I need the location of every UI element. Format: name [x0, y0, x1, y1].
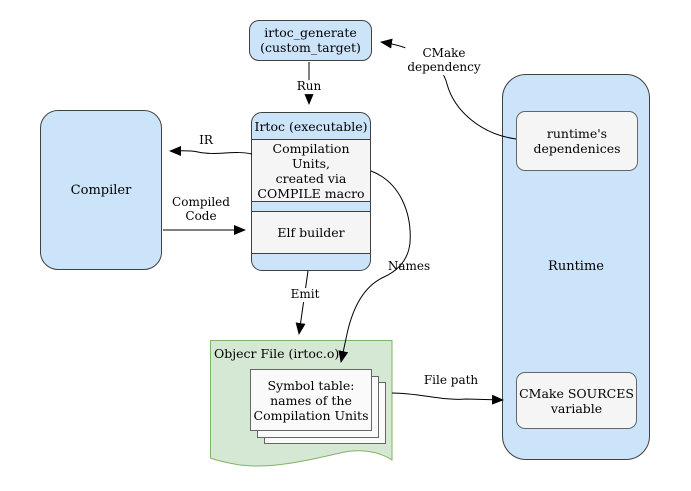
edge-label-ir: IR: [197, 133, 215, 148]
edge-label-names: Names: [387, 259, 431, 274]
irtoc-compilation-units[interactable]: Compilation Units, created via COMPILE m…: [252, 140, 370, 202]
node-runtime-dependencies[interactable]: runtime's dependenices: [516, 111, 638, 171]
irtoc-footer: [252, 254, 370, 270]
edge-label-file-path: File path: [421, 373, 481, 388]
edge-file-path: [391, 392, 504, 405]
node-compiler[interactable]: Compiler: [40, 110, 162, 270]
node-irtoc-executable[interactable]: Irtoc (executable) Compilation Units, cr…: [251, 112, 371, 271]
object-file-title: Objecr File (irtoc.o): [214, 346, 340, 361]
irtoc-title: Irtoc (executable): [252, 113, 370, 140]
edge-label-emit: Emit: [288, 287, 322, 302]
edge-emit: [295, 270, 309, 335]
irtoc-elf-builder[interactable]: Elf builder: [252, 212, 370, 254]
edge-label-compiled-code: Compiled Code: [170, 195, 232, 224]
irtoc-divider: [252, 202, 370, 212]
runtime-label: Runtime: [548, 259, 604, 274]
edge-ir: [169, 145, 253, 156]
node-runtime[interactable]: Runtime runtime's dependenices CMake SOU…: [502, 74, 650, 460]
edge-label-run: Run: [294, 79, 324, 94]
node-cmake-sources-variable[interactable]: CMake SOURCES variable: [516, 372, 637, 429]
edge-label-cmake-dependency: CMake dependency: [405, 46, 483, 75]
node-symbol-table[interactable]: Symbol table: names of the Compilation U…: [250, 369, 372, 431]
node-irtoc-generate[interactable]: irtoc_generate (custom_target): [249, 20, 372, 61]
